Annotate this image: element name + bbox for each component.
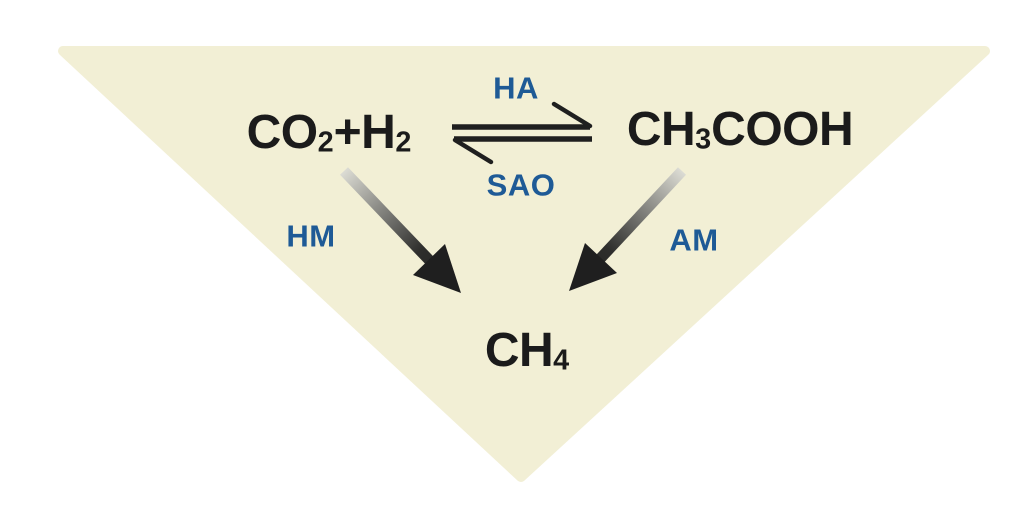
formula-subscript: 2 — [317, 126, 334, 159]
am-arrow-head — [569, 243, 617, 291]
pathway-label-sao: SAO — [486, 167, 556, 203]
formula-fragment: CH — [484, 323, 554, 377]
equilibrium-arrow — [452, 101, 593, 165]
formula-fragment: CO — [246, 105, 319, 159]
inverted-triangle-background — [58, 46, 990, 482]
node-ch3cooh: CH3COOH — [626, 102, 854, 156]
equilibrium-arrow-bottom-barb — [452, 137, 494, 165]
hm-arrow-shaft — [340, 167, 436, 267]
formula-fragment: COOH — [711, 102, 854, 156]
formula-subscript: 3 — [695, 123, 712, 156]
node-ch4: CH4 — [484, 323, 570, 377]
pathway-label-hm: HM — [286, 218, 336, 254]
hm-arrow-head — [413, 244, 461, 293]
formula-subscript: 2 — [395, 126, 412, 159]
formula-fragment: +H — [333, 105, 396, 159]
am-arrow — [569, 167, 687, 291]
am-arrow-shaft — [593, 167, 687, 265]
pathway-label-am: AM — [669, 222, 719, 258]
pathway-label-ha: HA — [493, 70, 539, 106]
formula-subscript: 4 — [553, 344, 570, 377]
node-co2-h2: CO2+H2 — [246, 105, 412, 159]
hm-arrow — [340, 167, 461, 293]
equilibrium-arrow-top-barb — [551, 101, 593, 129]
formula-fragment: CH — [626, 102, 696, 156]
